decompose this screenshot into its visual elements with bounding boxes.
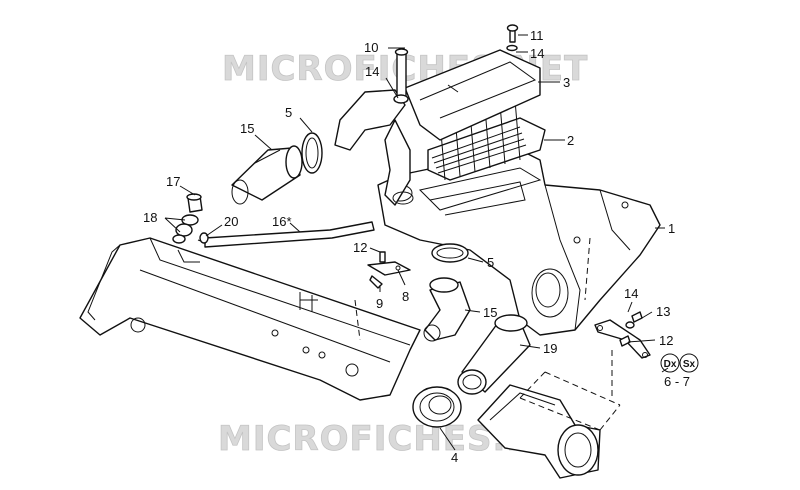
upper-duct-part [334,89,414,206]
callout-12-right: 12 [659,333,673,348]
duct-19-part [457,314,531,395]
dash-line-8 [354,299,361,341]
callout-5-lower: 5 [487,255,494,270]
screw-11-part [506,24,519,52]
airbox-cover-part [404,49,541,141]
plug-17-part [186,193,203,213]
callout-15-lower: 15 [483,305,497,320]
callout-11: 11 [530,28,544,43]
intake-throttle-part [477,371,621,479]
elbow-15-upper-part [231,145,303,205]
washer-18-part [172,214,199,244]
callout-10: 10 [364,40,378,55]
bolt-10-part [393,48,409,104]
frame-part [79,237,421,401]
callout-9: 9 [376,296,383,311]
screw-12-left-part [369,251,386,289]
callout-14-top: 14 [530,46,544,61]
callout-12-left: 12 [353,240,367,255]
hose-clamp-5-lower-part [431,243,469,263]
callout-8: 8 [402,289,409,304]
callout-1: 1 [668,221,675,236]
callout-2: 2 [567,133,574,148]
callout-14-mid: 14 [365,64,379,79]
callout-6-7: 6 - 7 [664,374,690,389]
callout-17: 17 [166,174,180,189]
callout-4: 4 [451,450,458,465]
callout-3-label: 3 [563,75,570,90]
callout-14-right: 14 [624,286,638,301]
callout-20: 20 [224,214,238,229]
side-marker-dx: Dx [660,353,680,373]
svg-text:Dx: Dx [664,359,677,370]
screw-13-part [625,311,643,329]
callout-5-upper: 5 [285,105,292,120]
elbow-15-lower-part [423,277,471,342]
callout-19: 19 [543,341,557,356]
callout-18: 18 [143,210,157,225]
hose-clamp-5-upper-part [301,132,323,174]
leader-lines [164,34,669,451]
callout-16: 16* [272,214,292,229]
callout-13: 13 [656,304,670,319]
callout-15-upper: 15 [240,121,254,136]
airbox-body-part [377,149,661,336]
side-marker-sx: Sx [679,353,699,373]
svg-text:Sx: Sx [683,359,696,370]
bracket-8-part [367,261,411,276]
filter-element-part [427,99,546,181]
ring-4-part [412,386,462,428]
spacer-20-part [199,232,209,244]
